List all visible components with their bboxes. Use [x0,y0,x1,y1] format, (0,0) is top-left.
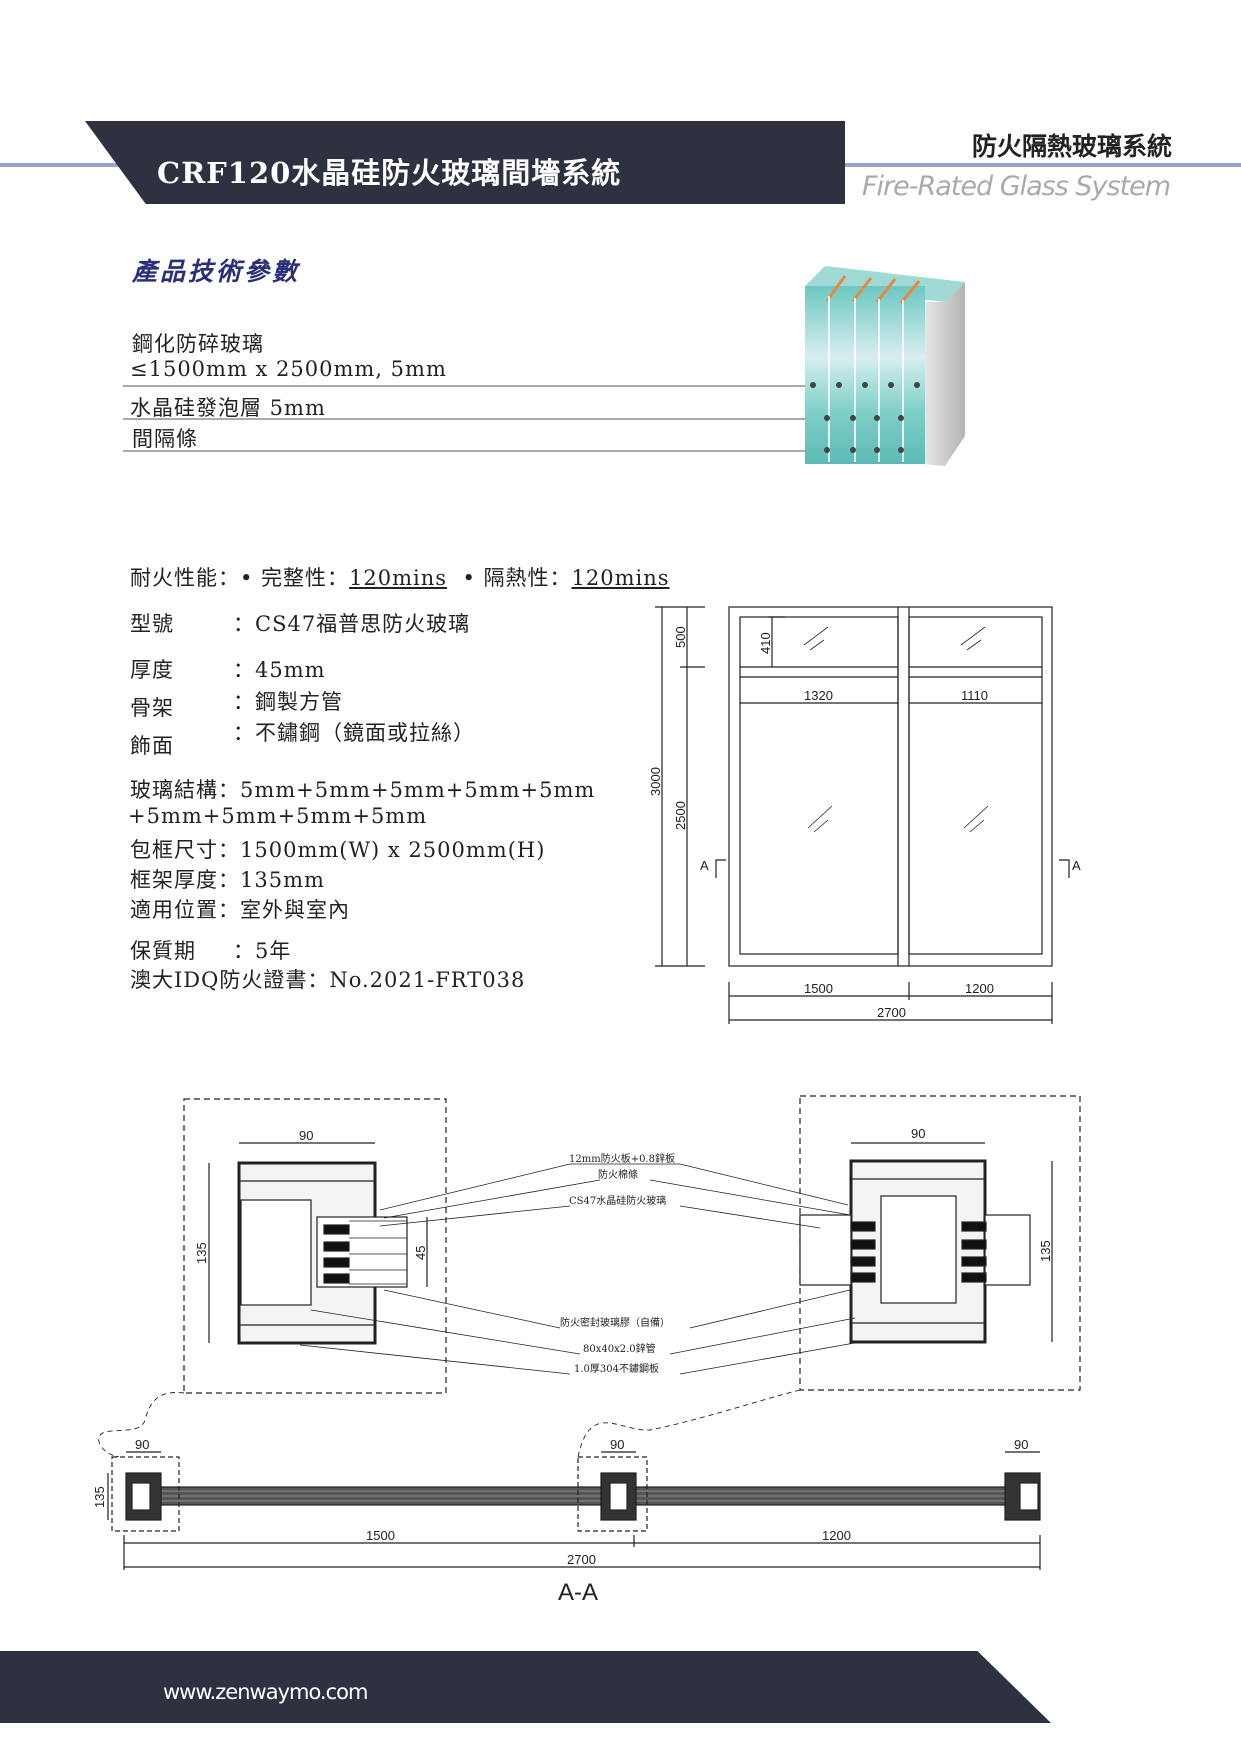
model-label: 型號 [130,612,174,636]
detail-dim-90-left: 90 [299,1128,313,1143]
dim-410: 410 [758,632,773,654]
thickness-label: 厚度 [130,658,174,682]
elevation-drawing: 3000 2500 500 410 1320 1110 1500 1200 27… [648,606,1081,1024]
page-title: CRF120水晶硅防火玻璃間墻系統 [157,156,622,190]
callout-fire-strip: 防火棉條 [598,1168,638,1181]
section-marker-left: A [700,858,709,873]
detail-dim-90-right: 90 [911,1126,925,1141]
section-title-aa: A-A [558,1579,598,1606]
plan-dim-1500: 1500 [366,1528,395,1543]
glass-layers-illustration [805,266,965,466]
application: 適用位置：室外與室內 [130,898,350,922]
plan-dim-135: 135 [92,1486,107,1508]
dim-500: 500 [673,626,688,648]
warranty-value: ：5年 [233,939,292,963]
layer-tempered-glass-size: ≤1500mm x 2500mm, 5mm [130,357,447,381]
detail-dim-45: 45 [413,1246,428,1260]
layer-spacer: 間隔條 [132,427,198,451]
section-marker-right: A [1072,858,1081,873]
finish-label: 飾面 [130,734,174,758]
detail-dim-135-right: 135 [1038,1240,1053,1262]
dim-1500: 1500 [804,981,833,996]
fire-rating-label: 耐火性能：• 完整性： [130,566,350,590]
model-value: ：CS47福普思防火玻璃 [233,612,471,636]
warranty-label: 保質期 [130,939,196,963]
dim-3000: 3000 [648,767,663,796]
fire-rating: 耐火性能：• 完整性：120mins • 隔熱性：120mins [130,562,670,592]
frame-value: ：鋼製方管 [233,690,343,714]
header-rule-left [0,163,125,167]
certificate: 澳大IDQ防火證書：No.2021-FRT038 [130,968,526,992]
plan-dim-90-right: 90 [1014,1437,1028,1452]
dim-2700: 2700 [877,1005,906,1020]
plan-dim-1200: 1200 [822,1528,851,1543]
insulation-label: • 隔熱性： [462,566,572,590]
dim-2500: 2500 [673,801,688,830]
leader-line [123,385,807,387]
plan-dim-2700: 2700 [567,1552,596,1567]
dim-1110: 1110 [961,688,988,703]
frame-label: 骨架 [130,696,174,720]
dim-1200: 1200 [965,981,994,996]
layer-tempered-glass: 鋼化防碎玻璃 [132,332,264,356]
category-subtitle: Fire-Rated Glass System [862,171,1171,202]
leader-line [123,418,807,420]
thickness-value: ：45mm [233,658,326,682]
dim-1320: 1320 [804,688,833,703]
section-title: 產品技術參數 [132,257,301,286]
callout-fireboard: 12mm防火板+0.8鋅板 [569,1152,675,1165]
callout-sealant: 防火密封玻璃膠（自備） [560,1316,670,1329]
category-title: 防火隔熱玻璃系統 [972,132,1173,161]
glass-structure-cont: +5mm+5mm+5mm+5mm [128,804,428,828]
detail-dim-135-left: 135 [194,1242,209,1264]
footer-banner [0,1651,1051,1723]
section-detail: 90 90 135 135 45 12mm防火板+0.8鋅板 防火棉條 CS47… [98,1095,1081,1458]
callout-steel-tube: 80x40x2.0鋅管 [583,1342,656,1355]
header-rule-right [844,163,1241,167]
leader-line [123,450,807,452]
callout-stainless-plate: 1.0厚304不鏽鋼板 [574,1362,659,1375]
header-banner [85,121,845,204]
plan-dim-90-left: 90 [135,1437,149,1452]
plan-dim-90-middle: 90 [610,1437,624,1452]
integrity-value: 120mins [349,566,448,590]
frame-depth: 框架厚度：135mm [130,868,325,892]
plan-section-aa: 90 90 90 135 1500 1200 2700 A-A [92,1437,1041,1606]
frame-size: 包框尺寸：1500mm(W) x 2500mm(H) [130,838,546,862]
layer-foam: 水晶硅發泡層 5mm [130,396,326,420]
finish-value: ：不鏽鋼（鏡面或拉絲） [233,721,475,745]
website-link[interactable]: www.zenwaymo.com [163,1680,368,1704]
insulation-value: 120mins [571,566,670,590]
glass-structure: 玻璃結構：5mm+5mm+5mm+5mm+5mm [130,778,596,802]
callout-glass: CS47水晶硅防火玻璃 [569,1194,666,1207]
